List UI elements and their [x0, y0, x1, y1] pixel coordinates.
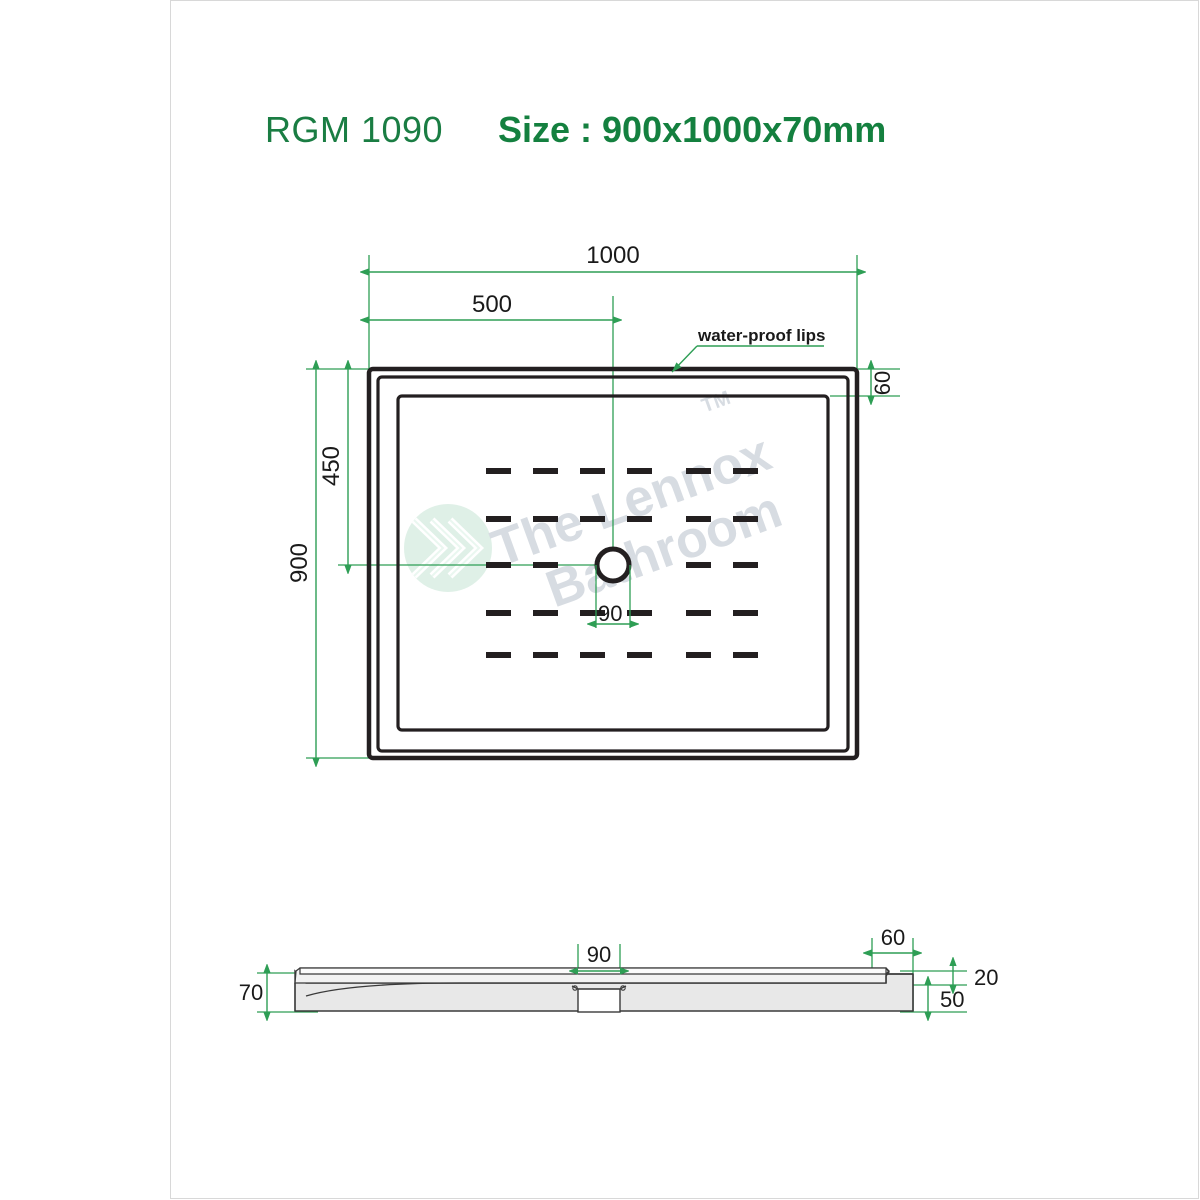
anti-slip-dash — [733, 562, 758, 568]
drain-hole — [594, 546, 632, 584]
tray-outlines — [366, 366, 860, 761]
dim-60-plan: 60 — [870, 369, 895, 396]
anti-slip-dash — [733, 516, 758, 522]
dim-50-section: 50 — [928, 985, 964, 1012]
anti-slip-dash — [486, 610, 511, 616]
anti-slip-dash — [580, 516, 605, 522]
water-proof-lips-label: water-proof lips — [697, 326, 826, 345]
drain-assembly: 90 — [594, 546, 632, 628]
dim-90-section: 90 — [578, 942, 620, 971]
dim-60-section-label: 60 — [881, 925, 905, 950]
anti-slip-dash — [686, 610, 711, 616]
anti-slip-dash — [533, 610, 558, 616]
anti-slip-dash — [533, 652, 558, 658]
dim-60-plan-label: 60 — [870, 371, 895, 395]
tray-inner-basin-rect — [396, 394, 830, 732]
dim-90-section-label: 90 — [587, 942, 611, 967]
dim-900-label: 900 — [286, 543, 313, 583]
anti-slip-dash — [533, 468, 558, 474]
section-drain-detail-left — [572, 985, 578, 991]
anti-slip-dash — [686, 468, 711, 474]
chevron-logo-icon — [411, 517, 485, 579]
section-drain-detail-right — [620, 985, 626, 991]
anti-slip-dash — [486, 516, 511, 522]
anti-slip-dash — [733, 610, 758, 616]
title-model: RGM 1090 — [265, 109, 443, 150]
watermark-text: The Lennox Bathroom TM — [484, 387, 789, 619]
watermark-trademark: TM — [699, 387, 734, 418]
title-size: Size : 900x1000x70mm — [498, 109, 886, 150]
anti-slip-dash — [580, 652, 605, 658]
dim-90-plan-label: 90 — [598, 601, 622, 626]
anti-slip-grid — [486, 468, 758, 658]
water-proof-lips-annotation: water-proof lips — [671, 326, 826, 373]
anti-slip-dash — [486, 562, 511, 568]
dim-70-section: 70 — [239, 973, 267, 1012]
dim-1000: 1000 — [369, 242, 857, 272]
anti-slip-dash — [486, 652, 511, 658]
anti-slip-dash — [733, 468, 758, 474]
dim-500: 500 — [369, 291, 613, 320]
section-body — [294, 967, 914, 1013]
dim-900: 900 — [286, 369, 316, 758]
anti-slip-dash — [486, 468, 511, 474]
anti-slip-dash — [627, 610, 652, 616]
anti-slip-dash — [686, 516, 711, 522]
anti-slip-dash — [533, 562, 558, 568]
tray-lip-rect — [376, 375, 850, 753]
title-block: RGM 1090 Size : 900x1000x70mm — [265, 109, 886, 150]
section-inner-floor-curve — [305, 982, 860, 997]
dim-450-label: 450 — [318, 446, 345, 486]
section-drain-outlet — [577, 988, 621, 1013]
dim-20-section-label: 20 — [974, 965, 998, 990]
anti-slip-dash — [627, 468, 652, 474]
dim-70-section-label: 70 — [239, 980, 263, 1005]
dim-60-section: 60 — [872, 925, 913, 953]
anti-slip-dash — [686, 652, 711, 658]
anti-slip-dash — [627, 516, 652, 522]
tray-outer-rect — [366, 366, 860, 761]
dim-50-section-label: 50 — [940, 987, 964, 1012]
anti-slip-dash — [627, 652, 652, 658]
anti-slip-dash — [580, 468, 605, 474]
anti-slip-dash — [580, 610, 605, 616]
dim-1000-label: 1000 — [586, 242, 639, 269]
dim-500-label: 500 — [472, 291, 512, 318]
dim-450: 450 — [318, 369, 348, 565]
anti-slip-dash — [533, 516, 558, 522]
anti-slip-dash — [733, 652, 758, 658]
watermark: The Lennox Bathroom TM — [404, 387, 789, 619]
dim-20-section: 20 — [953, 965, 998, 990]
anti-slip-dash — [686, 562, 711, 568]
section-drain-flange — [571, 985, 627, 990]
